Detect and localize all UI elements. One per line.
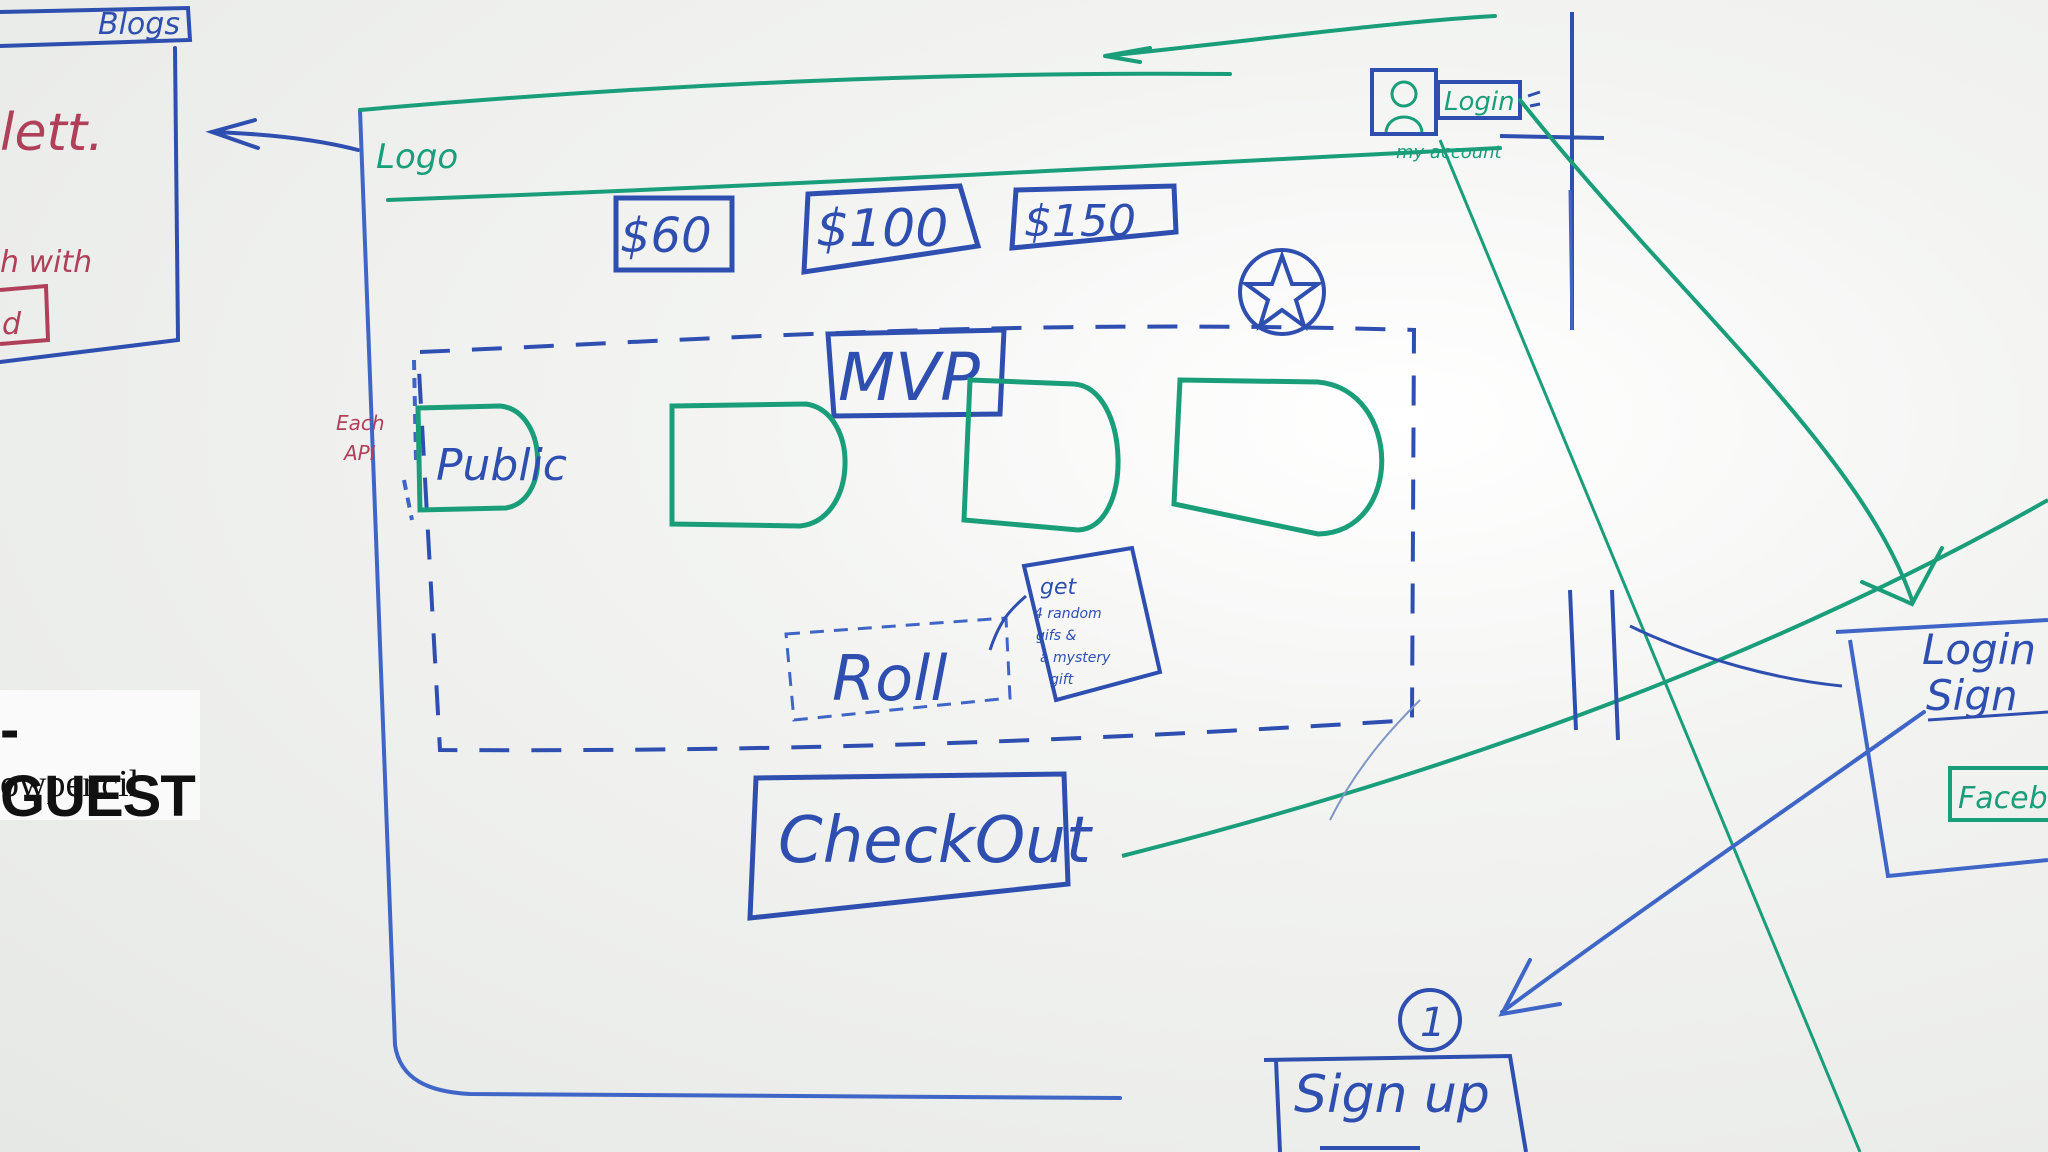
roll-button[interactable]: Roll (784, 616, 1012, 722)
mvp-label: MVP (838, 339, 980, 416)
checkout-label: CheckOut (778, 804, 1094, 878)
side-note-line1: Each (336, 411, 385, 435)
price-button-150[interactable]: $150 (1009, 183, 1179, 251)
double-bar (1568, 589, 1620, 741)
login-panel-title1: Login (1922, 625, 2036, 674)
roll-note-line3: gifs & (1036, 628, 1076, 644)
login-connector (1629, 624, 1843, 688)
price-label-150: $150 (1024, 196, 1136, 247)
green-diagonal (1438, 139, 1862, 1152)
price-label-100: $100 (816, 199, 948, 259)
side-note-line2: API (342, 441, 376, 465)
sticker-line1: -GUEST (0, 697, 196, 829)
roll-note-line2: 4 random (1034, 606, 1102, 622)
facebook-label: Facebook (1958, 781, 2048, 816)
sticker-logo: -GUEST owpencil (0, 690, 200, 829)
dropdown-dots (1527, 90, 1541, 108)
login-panel: Login Sign Facebook (1835, 618, 2048, 879)
login-panel-title2: Sign (1926, 671, 2018, 720)
signup-step-number: 1 (1420, 1000, 1445, 1046)
checkout-button[interactable]: CheckOut (747, 771, 1094, 921)
card-3[interactable] (961, 377, 1121, 533)
arrow-to-blog-panel (205, 118, 360, 152)
price-button-100[interactable]: $100 (801, 183, 982, 275)
roll-label: Roll (832, 642, 947, 715)
left-panel-line2: h with (0, 245, 92, 280)
left-panel-button-text: d (2, 307, 22, 342)
page-frame (358, 14, 1502, 1100)
card-4[interactable] (1171, 377, 1385, 537)
mvp-label-box: MVP (825, 327, 1007, 419)
roll-note-line1: get (1040, 575, 1078, 600)
roll-note-line4: a mystery (1040, 650, 1111, 666)
left-panel-line1: lett. (0, 103, 104, 163)
logo[interactable]: Logo (376, 137, 458, 177)
card-public-label: Public (436, 440, 567, 491)
star-icon[interactable] (1238, 248, 1326, 336)
avatar[interactable] (1370, 68, 1438, 136)
signup-label: Sign up (1294, 1065, 1490, 1125)
price-button-60[interactable]: $60 (613, 195, 735, 273)
side-note-bracket (402, 359, 418, 521)
page-right-divider (1499, 12, 1605, 330)
page-right-divider-lower (1568, 189, 1574, 331)
person-icon (1384, 80, 1424, 133)
sticker-line2: owpencil (0, 763, 140, 805)
left-panel-title: Blogs (98, 7, 180, 42)
mvp-dashed-region (416, 324, 1417, 753)
card-2[interactable] (669, 401, 848, 529)
card-public[interactable]: Public (415, 403, 567, 513)
login-arrow (1518, 98, 1944, 607)
checkout-to-login-line (1121, 498, 2048, 858)
signup-arrow (1498, 710, 1926, 1017)
login-link-label: Login (1444, 87, 1515, 117)
facebook-button[interactable] (1948, 766, 2048, 822)
left-blog-panel (0, 5, 193, 364)
left-panel-button[interactable] (0, 283, 51, 346)
faint-line (1329, 699, 1421, 821)
roll-note-connector (988, 594, 1027, 651)
signup-step-badge: 1 (1398, 988, 1462, 1052)
price-label-60: $60 (620, 208, 712, 264)
roll-note-line5: gift (1050, 672, 1074, 688)
my-account-link[interactable]: my account (1396, 142, 1503, 163)
signup-panel[interactable]: Sign up (1263, 1053, 1528, 1152)
roll-note: get 4 random gifs & a mystery gift (1021, 545, 1163, 703)
